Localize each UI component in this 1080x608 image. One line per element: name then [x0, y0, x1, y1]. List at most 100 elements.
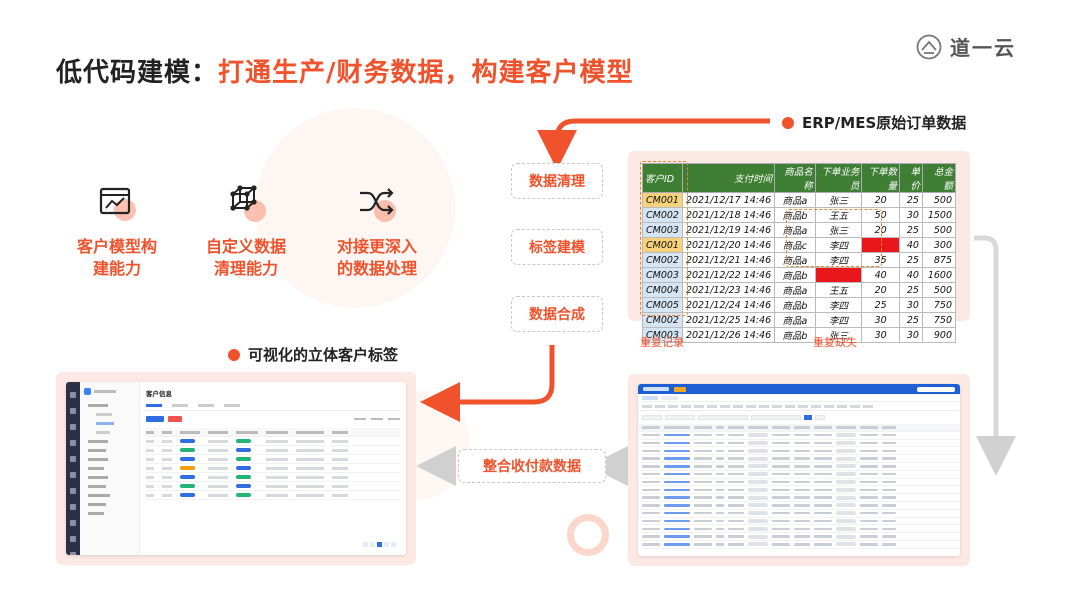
note-missing: 重复缺失	[813, 336, 857, 349]
table-cell-qty	[861, 237, 901, 253]
table-cell-product: 商品b	[774, 267, 816, 283]
table-cell-product: 商品a	[774, 192, 816, 208]
cube-network-icon	[223, 180, 269, 226]
shuffle-icon	[354, 180, 400, 226]
table-cell-time: 2021/12/25 14:46	[681, 312, 776, 328]
table-header-row: 客户ID 支付时间 商品名称 下单业务员 下单数量 单价 总金额	[642, 163, 957, 193]
finance-table-row	[638, 463, 960, 471]
table-cell-price: 25	[899, 282, 923, 298]
table-cell-price: 40	[899, 267, 923, 283]
table-cell-time: 2021/12/21 14:46	[681, 252, 776, 268]
table-cell-sales: 张三	[814, 192, 863, 208]
crm-table-row	[146, 437, 400, 446]
finance-table-row	[638, 479, 960, 487]
table-cell-time: 2021/12/26 14:46	[681, 327, 776, 343]
step-data-cleaning: 数据清理	[511, 163, 603, 199]
visual-section-head: 可视化的立体客户标签	[228, 344, 398, 365]
crm-app-screenshot: 客户信息	[66, 382, 406, 555]
step-tag-modeling: 标签建模	[511, 229, 603, 265]
capability-data-cleaning: 自定义数据 清理能力	[191, 180, 301, 280]
note-duplicate: 重复记录	[640, 336, 684, 349]
crm-nav	[80, 382, 140, 555]
table-cell-product: 商品a	[774, 312, 816, 328]
table-cell-total: 500	[921, 282, 957, 298]
table-cell-sales	[814, 267, 863, 283]
finance-table-row	[638, 510, 960, 518]
table-cell-time: 2021/12/22 14:46	[681, 267, 776, 283]
table-cell-price: 25	[899, 222, 923, 238]
finance-table-row	[638, 541, 960, 549]
finance-table-row	[638, 440, 960, 448]
finance-topbar	[638, 384, 960, 394]
crm-icon-rail	[66, 382, 80, 555]
crm-table-row	[146, 482, 400, 491]
table-cell-time: 2021/12/24 14:46	[681, 297, 776, 313]
arrow-compose-to-crm	[420, 345, 555, 422]
brand-logo: 道一云	[916, 32, 1016, 61]
crm-table-row	[146, 446, 400, 455]
table-cell-time: 2021/12/20 14:46	[681, 237, 776, 253]
arrow-erp-to-clean	[537, 118, 770, 170]
box-chart-icon	[94, 180, 140, 226]
page-title: 低代码建模：打通生产/财务数据，构建客户模型	[56, 58, 634, 88]
deco-ring	[567, 514, 609, 556]
finance-table-row	[638, 525, 960, 534]
finance-table-row	[638, 432, 960, 440]
finance-table-row	[638, 494, 960, 502]
table-cell-price: 25	[899, 192, 923, 208]
step-data-compose: 数据合成	[511, 296, 603, 332]
table-cell-total: 500	[921, 192, 957, 208]
finance-tabs	[638, 394, 960, 402]
table-cell-price: 30	[899, 297, 923, 313]
finance-table-row	[638, 486, 960, 495]
crm-app-panel: 客户信息	[56, 372, 416, 565]
table-cell-qty: 25	[861, 297, 901, 313]
step-merge-payments: 整合收付款数据	[458, 449, 606, 483]
table-cell-id: CM001	[642, 192, 683, 208]
finance-table-row	[638, 533, 960, 541]
table-cell-total: 300	[921, 237, 957, 253]
logo-icon	[916, 34, 942, 59]
table-cell-qty: 30	[861, 312, 901, 328]
finance-table-row	[638, 424, 960, 432]
crm-pager	[363, 542, 396, 547]
crm-main: 客户信息	[146, 388, 400, 549]
capability-label: 自定义数据 清理能力	[205, 237, 286, 278]
finance-table-row	[638, 502, 960, 510]
table-cell-id: CM003	[642, 222, 683, 238]
table-cell-price: 30	[899, 207, 923, 223]
crm-page-title: 客户信息	[146, 390, 172, 398]
table-cell-total: 750	[921, 297, 957, 313]
table-cell-sales: 李四	[814, 297, 863, 313]
table-cell-total: 875	[921, 252, 957, 268]
table-cell-qty: 40	[861, 267, 901, 283]
table-cell-total: 500	[921, 222, 957, 238]
table-cell-total: 900	[921, 327, 957, 343]
table-cell-sales: 张三	[814, 327, 863, 343]
crm-tabs	[146, 404, 400, 411]
table-cell-product: 商品a	[774, 282, 816, 298]
table-cell-qty: 20	[861, 192, 901, 208]
capability-label: 客户模型构 建能力	[76, 237, 157, 278]
finance-table-row	[638, 471, 960, 479]
table-cell-time: 2021/12/23 14:46	[681, 282, 776, 298]
crm-table-row	[146, 455, 400, 464]
finance-app-screenshot	[638, 384, 960, 556]
finance-app-panel	[628, 374, 970, 566]
capability-customer-model: 客户模型构 建能力	[62, 180, 172, 280]
table-cell-price: 25	[899, 252, 923, 268]
table-cell-product: 商品b	[774, 297, 816, 313]
crm-table-row	[146, 464, 400, 473]
table-cell-product: 商品b	[774, 327, 816, 343]
table-cell-price: 25	[899, 312, 923, 328]
table-cell-price: 30	[899, 327, 923, 343]
table-cell-qty: 20	[861, 282, 901, 298]
